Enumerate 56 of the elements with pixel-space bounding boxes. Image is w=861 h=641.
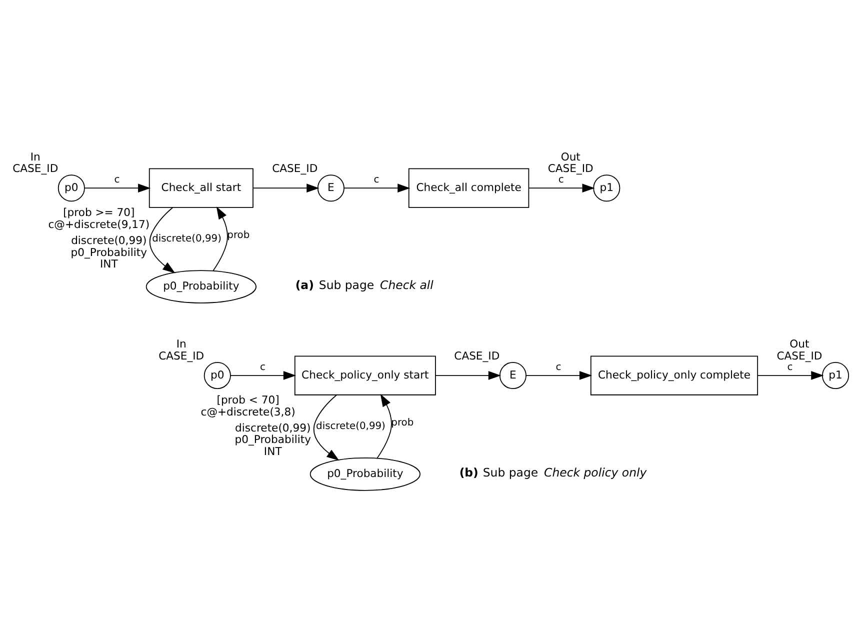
edge-label: c (556, 361, 562, 372)
node-circle: p0 (58, 174, 85, 202)
node-label: CASE_ID (454, 348, 500, 362)
node-label: CASE_ID (776, 348, 822, 362)
node-label: c@+discrete(9,17) (48, 217, 150, 230)
node-label: discrete(0,99) (235, 420, 311, 434)
node-label: CASE_ID (158, 348, 204, 362)
node-box: Check_all complete (408, 168, 530, 208)
node-label: INT (100, 256, 118, 270)
arrow (84, 183, 151, 192)
edge-label: c (260, 361, 266, 372)
arrow (376, 393, 392, 458)
edge-label: discrete(0,99) (316, 420, 386, 432)
node-circle: E (499, 362, 526, 389)
arrow (757, 370, 824, 380)
arrow (528, 183, 595, 192)
edge-label: c (114, 174, 120, 186)
node-label: discrete(0,99) (71, 234, 147, 247)
node-box: Check_policy_only complete (590, 355, 758, 395)
node-ellipse: p0_Probability (310, 457, 420, 490)
arrow (313, 394, 340, 460)
edge-label: c (558, 174, 564, 186)
node-label: INT (264, 444, 282, 458)
node-label: [prob >= 70] (63, 206, 135, 219)
arrow (344, 183, 410, 192)
label: (b) Sub page Check policy only (459, 464, 647, 479)
node-label: In (176, 337, 186, 350)
label: (a) Sub page Check all (295, 277, 434, 292)
edge-label: prob (391, 417, 414, 428)
node-label: Out (560, 150, 580, 163)
arrow (526, 370, 592, 380)
node-box: Check_all start (148, 168, 254, 208)
edge-label: prob (227, 230, 250, 241)
node-label: [prob < 70] (216, 393, 280, 406)
node-circle: p0 (204, 362, 231, 389)
arrow (212, 206, 228, 271)
node-label: p0_Probability (70, 245, 147, 258)
node-label: p0_Probability (234, 432, 311, 446)
node-label: CASE_ID (272, 161, 318, 174)
node-circle: p1 (822, 362, 850, 389)
node-label: c@+discrete(3,8) (200, 404, 296, 418)
arrow (435, 370, 502, 380)
node-circle: E (317, 174, 344, 202)
node-label: In (30, 150, 40, 163)
node-label: CASE_ID (12, 161, 58, 174)
edge-label: c (374, 174, 380, 186)
arrow (149, 206, 176, 273)
node-ellipse: p0_Probability (146, 270, 256, 303)
edge-label: c (787, 361, 793, 372)
edge-label: discrete(0,99) (152, 233, 222, 244)
arrow (230, 370, 296, 380)
node-box: Check_policy_only start (294, 355, 436, 395)
node-circle: p1 (593, 174, 620, 202)
node-label: CASE_ID (548, 161, 594, 174)
arrow (252, 183, 320, 192)
node-label: Out (790, 337, 810, 350)
